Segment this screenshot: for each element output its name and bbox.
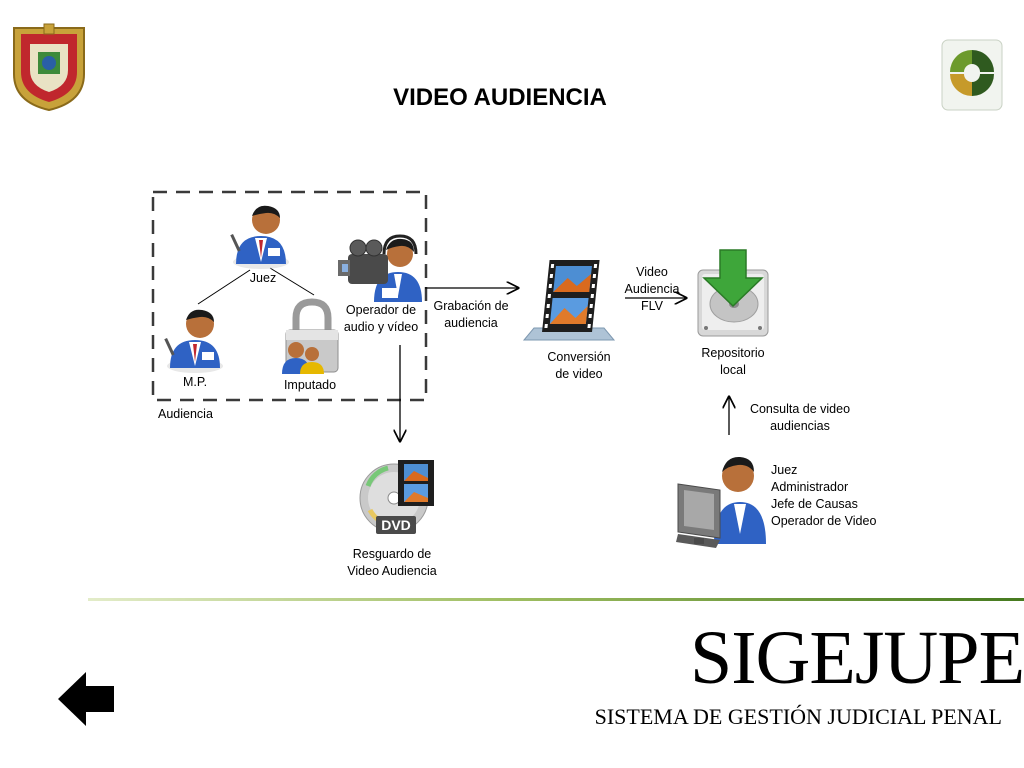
- consulta-label-line2: audiencias: [770, 419, 830, 433]
- usuario-juez: Juez: [771, 463, 798, 477]
- consulta-label: Consulta de video audiencias: [738, 401, 862, 435]
- resguardo-label: Resguardo de Video Audiencia: [334, 546, 450, 580]
- usuario-jefe-causas: Jefe de Causas: [771, 497, 858, 511]
- footer-divider: [88, 598, 1024, 601]
- consulta-label-line1: Consulta de video: [749, 402, 851, 416]
- video-camera-operator-icon: [338, 234, 422, 302]
- audiencia-group-box: [151, 190, 428, 402]
- user-computer-icon: [676, 456, 766, 548]
- brand-tagline: SISTEMA DE GESTIÓN JUDICIAL PENAL: [594, 704, 1002, 729]
- usuario-administrador: Administrador: [771, 480, 849, 494]
- conversion-label-line1: Conversión: [547, 350, 611, 364]
- juez-label: Juez: [249, 271, 277, 285]
- dvd-film-icon: DVD: [359, 460, 434, 534]
- repositorio-label-line1: Repositorio: [701, 346, 765, 360]
- page-title: VIDEO AUDIENCIA: [393, 84, 607, 111]
- user-judge-icon: [230, 205, 289, 269]
- flv-label-line3: FLV: [641, 299, 663, 313]
- resguardo-label-line1: Resguardo de: [352, 547, 432, 561]
- user-mp-icon: [164, 309, 223, 373]
- operador-label-line2: audio y vídeo: [343, 320, 419, 334]
- brand-title: SIGEJUPE: [689, 616, 1024, 700]
- operador-label: Operador de audio y vídeo: [336, 302, 426, 336]
- hard-drive-download-icon: [697, 249, 769, 337]
- grabacion-label-line2: audiencia: [444, 316, 498, 330]
- grabacion-label-line1: Grabación de: [433, 299, 509, 313]
- flv-label-line1: Video: [636, 265, 668, 279]
- conversion-label: Conversión de video: [536, 349, 622, 383]
- operador-label-line1: Operador de: [345, 303, 417, 317]
- state-coat-of-arms-icon: [13, 23, 85, 112]
- repositorio-label-line2: local: [720, 363, 746, 377]
- juez-mp-line: [197, 269, 251, 305]
- grabacion-label: Grabación de audiencia: [424, 298, 518, 332]
- imputado-label: Imputado: [283, 378, 337, 392]
- conversion-label-line2: de video: [555, 367, 603, 381]
- padlock-user-icon: [282, 298, 339, 374]
- audiencia-group-label: Audiencia: [158, 407, 213, 421]
- usuario-operador-video: Operador de Video: [771, 514, 877, 528]
- flv-label-line2: Audiencia: [624, 282, 680, 296]
- back-arrow-icon[interactable]: [56, 670, 118, 728]
- svg-text:DVD: DVD: [381, 517, 411, 533]
- flv-label: Video Audiencia FLV: [614, 264, 690, 315]
- repositorio-label: Repositorio local: [688, 345, 778, 379]
- usuarios-list: Juez Administrador Jefe de Causas Operad…: [771, 462, 911, 530]
- green-swirl-logo-icon: [941, 39, 1003, 111]
- resguardo-label-line2: Video Audiencia: [347, 564, 437, 578]
- juez-imputado-line: [269, 267, 315, 296]
- mp-label: M.P.: [182, 375, 208, 389]
- film-conversion-icon: [522, 260, 616, 341]
